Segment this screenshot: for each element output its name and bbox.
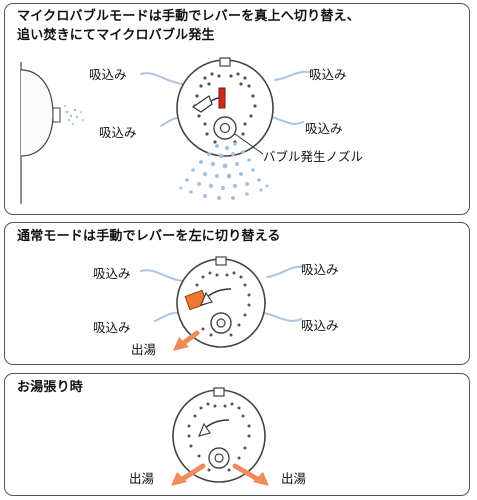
lever-left [198,419,230,437]
intake-label-bottom-left: 吸込み [93,320,131,335]
nozzle-leader-line [234,133,264,155]
intake-label-top-right: 吸込み [301,262,339,277]
intake-label-bottom-left: 吸込み [99,125,137,140]
outlet-label: 出湯 [131,342,157,357]
intake-airflow [140,265,306,322]
bubble-nozzle-label: バブル発生ノズル [263,149,364,164]
bath-filling-diagram [171,387,269,486]
spray-bubbles [64,105,84,125]
micro-bubble-mode-panel: マイクロバブルモードは手動でレバーを真上へ切り替え、 追い焚きにてマイクロバブル… [4,3,470,215]
panel1-title-line2: 追い焚きにてマイクロバブル発生 [17,28,215,43]
pump-holes [193,72,257,144]
intake-label-bottom-right: 吸込み [305,121,343,136]
lever-up [191,87,226,113]
bathtub-wall [20,62,61,204]
normal-mode-panel: 通常モードは手動でレバーを左に切り替える [4,222,470,365]
outlet-arrow [173,330,200,351]
bubble-plume [179,142,269,200]
intake-label-top-left: 吸込み [89,67,127,82]
pump-holes [187,402,251,472]
outlet-label-left: 出湯 [129,471,155,486]
outlet-label-right: 出湯 [281,471,307,486]
intake-label-top-right: 吸込み [309,67,347,82]
panel1-title-line1: マイクロバブルモードは手動でレバーを真上へ切り替え、 [17,9,360,24]
intake-label-bottom-right: 吸込み [301,318,339,333]
outlet-arrow-left [171,463,206,486]
normal-mode-diagram [140,256,306,351]
micro-bubble-diagram [20,57,312,204]
intake-airflow [140,70,312,127]
lever-left [184,288,232,311]
panel2-title: 通常モードは手動でレバーを左に切り替える [17,229,281,244]
intake-label-top-left: 吸込み [93,266,131,281]
bath-filling-panel: お湯張り時 出湯 出湯 [4,373,470,496]
pump-head [176,256,266,348]
pump-head [172,387,266,483]
panel3-title: お湯張り時 [17,380,84,395]
outlet-arrow-right [232,463,269,486]
